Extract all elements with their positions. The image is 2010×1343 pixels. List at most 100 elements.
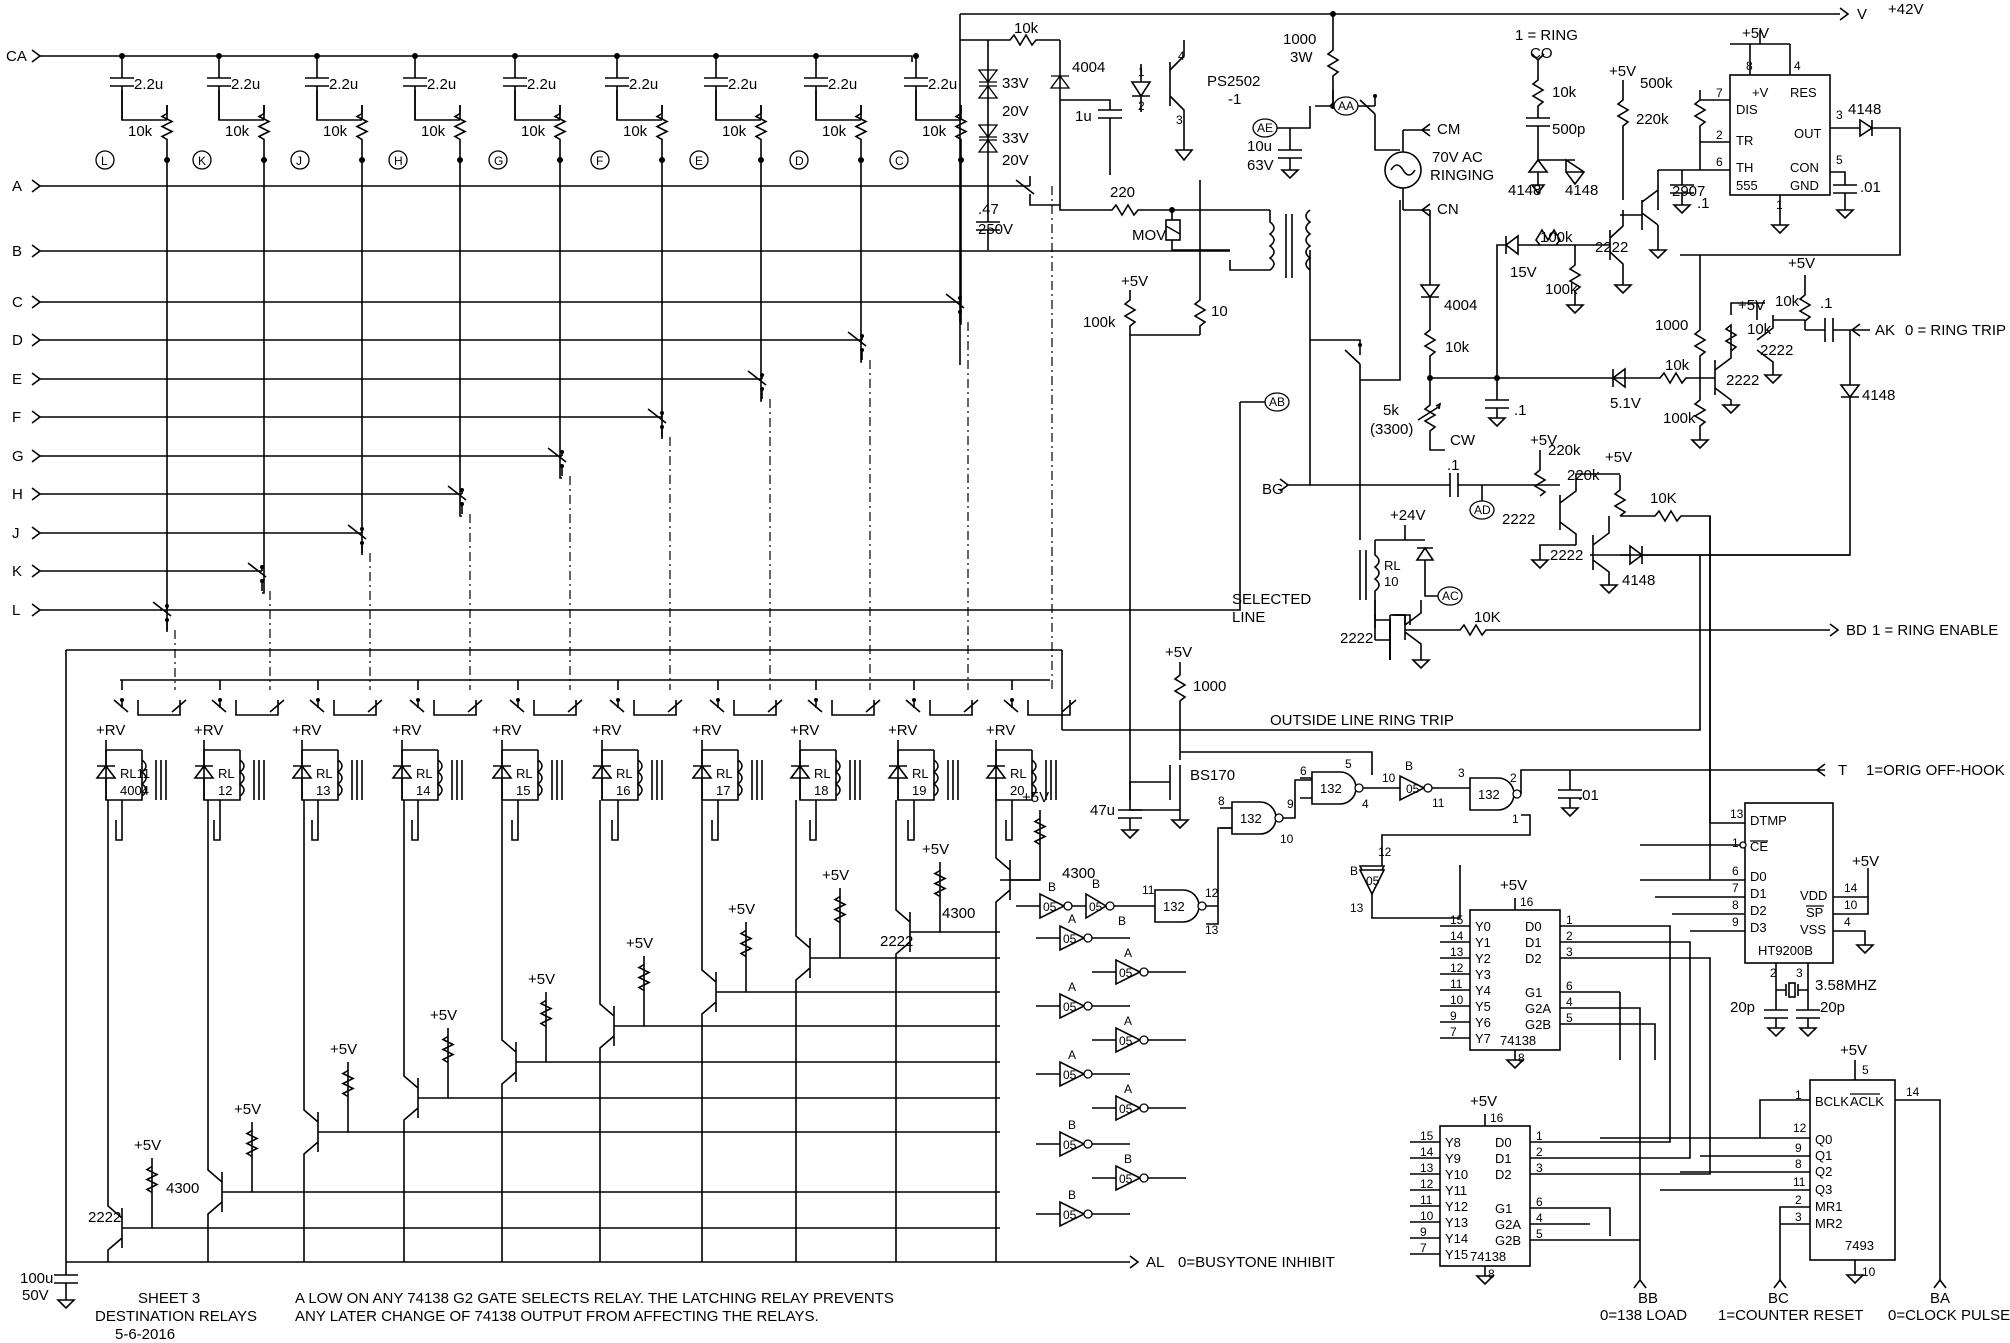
svg-text:5: 5 — [1536, 1227, 1543, 1241]
svg-text:G2A: G2A — [1495, 1217, 1521, 1232]
svg-text:8: 8 — [1518, 1051, 1525, 1065]
svg-text:VDD: VDD — [1800, 888, 1827, 903]
svg-text:10k: 10k — [1014, 20, 1039, 37]
svg-text:74138: 74138 — [1500, 1033, 1536, 1048]
driver-6: +5V — [599, 800, 1000, 1262]
svg-text:G1: G1 — [1525, 985, 1542, 1000]
relay-driver-transistors: +5V+5V+5V+5V+5V+5V+5V+5V+5V+5V2222430022… — [88, 789, 1095, 1262]
svg-text:+24V: +24V — [1390, 507, 1425, 524]
sheet-date: 5-6-2016 — [115, 1326, 175, 1343]
svg-text:13: 13 — [1730, 807, 1744, 821]
svg-text:MR2: MR2 — [1815, 1216, 1842, 1231]
svg-text:13: 13 — [1450, 945, 1464, 959]
svg-text:2222: 2222 — [1340, 630, 1373, 647]
relay-number: 18 — [814, 783, 828, 798]
svg-text:220k: 220k — [1636, 111, 1669, 128]
svg-text:Y0: Y0 — [1475, 919, 1491, 934]
svg-text:05: 05 — [1119, 1034, 1133, 1048]
relay-number: 19 — [912, 783, 926, 798]
svg-text:T: T — [1838, 762, 1847, 779]
svg-text:K: K — [198, 154, 206, 168]
svg-text:12: 12 — [1793, 1121, 1807, 1135]
svg-text:+5V: +5V — [1738, 297, 1765, 314]
svg-text:MR1: MR1 — [1815, 1199, 1842, 1214]
svg-text:+RV: +RV — [292, 722, 321, 739]
svg-text:7: 7 — [1420, 1241, 1427, 1255]
svg-text:J: J — [296, 154, 302, 168]
svg-text:B: B — [1068, 1188, 1076, 1202]
svg-text:G2B: G2B — [1525, 1017, 1551, 1032]
svg-text:1: 1 — [1795, 1088, 1802, 1102]
inverter-10: 05B — [1036, 1188, 1130, 1228]
relay-number: 13 — [316, 783, 330, 798]
svg-text:D1: D1 — [1750, 886, 1767, 901]
svg-text:1: 1 — [1512, 812, 1519, 826]
svg-text:10k: 10k — [128, 123, 153, 140]
svg-text:+RV: +RV — [888, 722, 917, 739]
svg-text:+5V: +5V — [1500, 877, 1527, 894]
svg-text:DTMP: DTMP — [1750, 813, 1787, 828]
svg-text:BA: BA — [1930, 1290, 1950, 1307]
svg-text:10u: 10u — [1247, 138, 1272, 155]
relay-contact-8 — [847, 160, 871, 690]
svg-text:5.1V: 5.1V — [1610, 395, 1641, 412]
svg-text:1=COUNTER RESET: 1=COUNTER RESET — [1718, 1307, 1863, 1324]
svg-text:05: 05 — [1406, 782, 1420, 796]
svg-text:2222: 2222 — [880, 933, 913, 950]
svg-text:14: 14 — [1906, 1085, 1920, 1099]
svg-text:AA: AA — [1338, 99, 1354, 113]
relay-name: RL — [218, 766, 235, 781]
svg-text:2222: 2222 — [1502, 511, 1535, 528]
svg-text:9: 9 — [1420, 1225, 1427, 1239]
svg-text:L: L — [101, 154, 108, 168]
svg-text:20p: 20p — [1820, 999, 1845, 1016]
svg-text:10k: 10k — [922, 123, 947, 140]
svg-text:1=ORIG OFF-HOOK: 1=ORIG OFF-HOOK — [1866, 762, 2005, 779]
svg-text:10: 10 — [1862, 1265, 1876, 1279]
svg-text:RL: RL — [1384, 558, 1401, 573]
svg-text:11: 11 — [1793, 1175, 1806, 1189]
svg-text:+RV: +RV — [692, 722, 721, 739]
svg-text:10: 10 — [1450, 993, 1464, 1007]
svg-text:D0: D0 — [1495, 1135, 1512, 1150]
svg-text:D0: D0 — [1525, 919, 1542, 934]
svg-text:10: 10 — [1420, 1209, 1434, 1223]
driver-3: +5V — [303, 800, 1000, 1262]
svg-text:SELECTED: SELECTED — [1232, 591, 1311, 608]
svg-text:16: 16 — [1520, 895, 1534, 909]
inverter-5: 05A — [1092, 1014, 1186, 1054]
svg-text:+5V: +5V — [430, 1007, 457, 1024]
svg-text:RES: RES — [1790, 85, 1817, 100]
svg-text:4: 4 — [1536, 1211, 1543, 1225]
svg-text:100k: 100k — [1545, 281, 1578, 298]
svg-text:G2B: G2B — [1495, 1233, 1521, 1248]
svg-text:2222: 2222 — [88, 1209, 121, 1226]
svg-text:100k: 100k — [1663, 410, 1696, 427]
svg-text:+5V: +5V — [1165, 644, 1192, 661]
svg-text:555: 555 — [1736, 178, 1758, 193]
svg-text:PS2502: PS2502 — [1207, 73, 1260, 90]
svg-text:10K: 10K — [1474, 609, 1501, 626]
relay-number: 12 — [218, 783, 232, 798]
svg-text:Y4: Y4 — [1475, 983, 1491, 998]
svg-text:+RV: +RV — [194, 722, 223, 739]
svg-text:3: 3 — [1458, 766, 1465, 780]
svg-text:AL: AL — [1146, 1254, 1164, 1271]
svg-text:2.2u: 2.2u — [527, 76, 556, 93]
svg-text:5: 5 — [1862, 1063, 1869, 1077]
svg-text:Y1: Y1 — [1475, 935, 1491, 950]
svg-text:2: 2 — [1536, 1145, 1543, 1159]
svg-text:6: 6 — [1566, 979, 1573, 993]
svg-text:05: 05 — [1366, 874, 1380, 888]
svg-text:5k: 5k — [1383, 402, 1399, 419]
svg-text:+RV: +RV — [96, 722, 125, 739]
svg-text:10k: 10k — [323, 123, 348, 140]
svg-text:2222: 2222 — [1726, 372, 1759, 389]
svg-text:SP: SP — [1806, 905, 1823, 920]
svg-text:2: 2 — [1716, 128, 1723, 142]
svg-text:Y6: Y6 — [1475, 1015, 1491, 1030]
line-letter-8 — [889, 150, 909, 170]
